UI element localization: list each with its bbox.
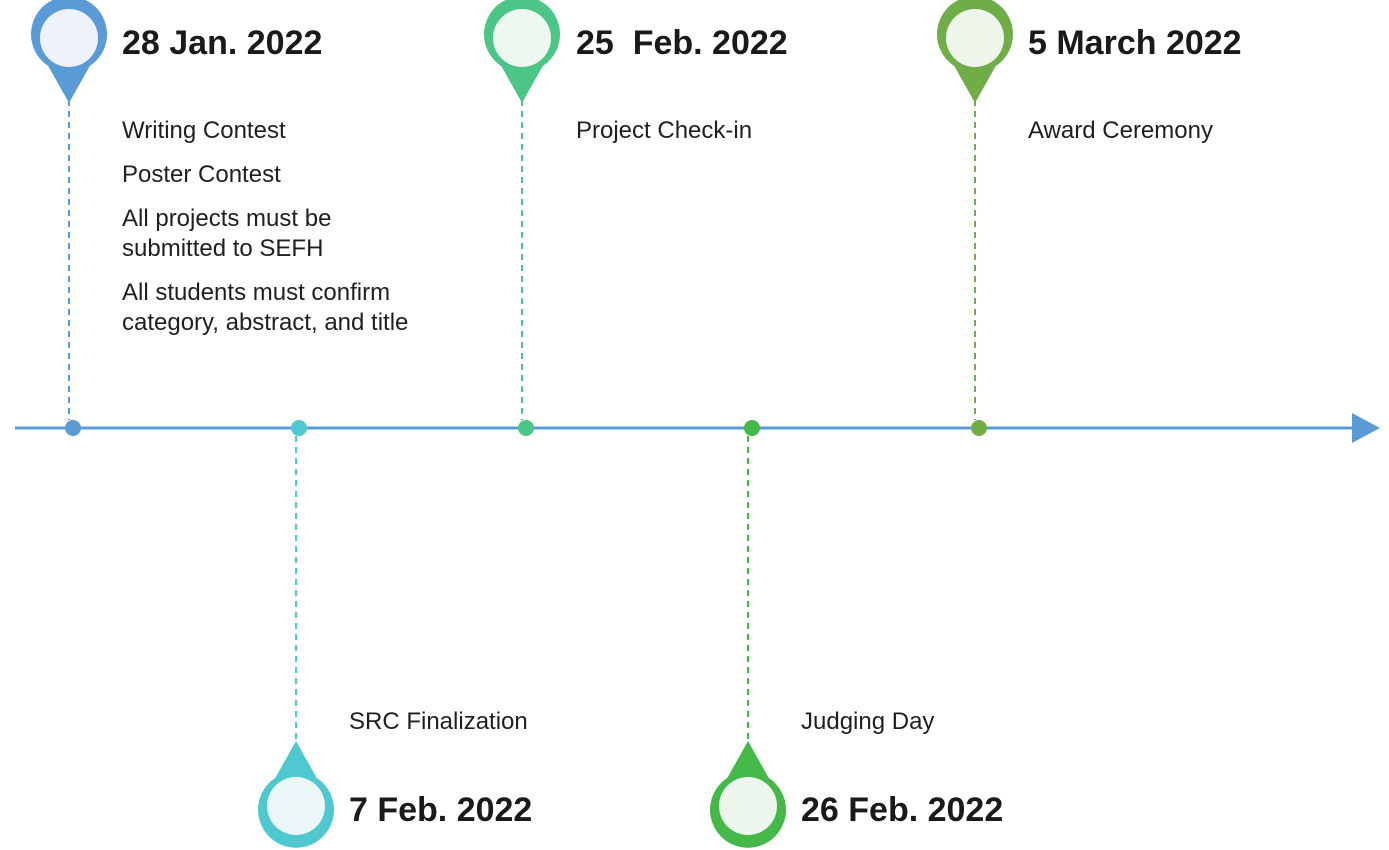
event-item: Award Ceremony [1028,117,1213,144]
marker-ev4 [744,420,760,436]
map-pin-icon-ev3 [484,0,560,103]
event-item: Poster Contest [122,161,281,188]
map-pin-icon-ev4 [710,741,787,848]
event-item: Project Check-in [576,117,753,144]
event-item: Writing Contest [122,117,286,144]
event-item: Judging Day [801,708,935,735]
event-items-ev5: Award Ceremony [1028,116,1213,160]
map-pin-icon-ev5 [937,0,1013,103]
map-pin-icon-ev1 [31,0,107,103]
timeline-arrowhead-icon [1352,413,1380,443]
event-item: All students must confirm category, abst… [122,279,409,336]
marker-ev2 [291,420,307,436]
marker-ev1 [65,420,81,436]
event-items-ev3: Project Check-in [576,116,752,160]
map-pin-icon-ev2 [258,741,334,848]
event-date-ev2: 7 Feb. 2022 [349,791,533,829]
marker-ev5 [971,420,987,436]
event-items-ev2: SRC Finalization [349,707,528,751]
event-date-ev5: 5 March 2022 [1028,24,1242,62]
event-date-ev4: 26 Feb. 2022 [801,791,1004,829]
event-items-ev4: Judging Day [801,707,934,751]
event-items-ev1: Writing Contest Poster Contest All proje… [122,116,482,352]
event-date-ev1: 28 Jan. 2022 [122,24,323,62]
event-date-ev3: 25 Feb. 2022 [576,24,788,62]
event-item: SRC Finalization [349,708,528,735]
marker-ev3 [518,420,534,436]
event-item: All projects must be submitted to SEFH [122,205,332,262]
